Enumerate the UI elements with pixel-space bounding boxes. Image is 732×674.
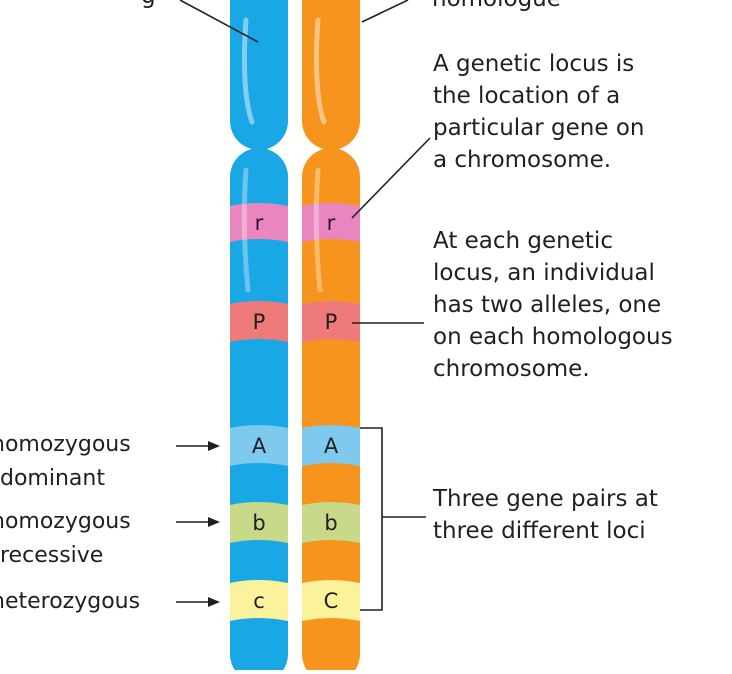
- locus-line-0: A genetic locus is: [433, 51, 635, 77]
- band-r-orange: [302, 203, 360, 242]
- band-r-blue: [230, 203, 288, 242]
- homozygous-dominant-line-0: homozygous: [0, 432, 131, 457]
- band-b-blue: [230, 502, 288, 543]
- band-C-orange: [302, 580, 360, 621]
- top-left-partial-label: g: [141, 0, 156, 12]
- heterozygous-label: heterozygous: [0, 585, 140, 619]
- alleles-line-4: chromosome.: [433, 356, 590, 382]
- band-label-blue-3: b: [252, 511, 265, 535]
- alleles-line-2: has two alleles, one: [433, 292, 662, 318]
- locus-line-1: the location of a: [433, 83, 621, 109]
- arrowhead-homozygous-recessive: [208, 517, 220, 527]
- band-A-orange: [302, 425, 360, 466]
- leader-line-locus: [351, 137, 431, 219]
- homozygous-recessive-label: homozygous recessive: [0, 505, 131, 573]
- band-label-orange-4: C: [324, 589, 339, 613]
- band-label-orange-0: r: [327, 211, 336, 235]
- locus-annotation: A genetic locus is the location of a par…: [433, 48, 644, 176]
- top-right-partial-label: homologue: [432, 0, 561, 15]
- homozygous-dominant-label: homozygous dominant: [0, 428, 131, 496]
- arrowhead-homozygous-dominant: [208, 441, 220, 451]
- band-label-orange-2: A: [324, 434, 339, 458]
- band-P-orange: [302, 301, 360, 342]
- band-label-blue-0: r: [255, 211, 264, 235]
- blue-chromosome-upper-arm: [230, 0, 288, 150]
- homozygous-dominant-line-1: dominant: [0, 466, 105, 491]
- gene-pairs-line-0: Three gene pairs at: [433, 486, 658, 512]
- leader-line-top-left: [179, 0, 259, 43]
- band-P-blue: [230, 301, 288, 342]
- orange-chromosome-upper-arm: [302, 0, 360, 150]
- leader-lines: [179, 0, 431, 611]
- gene-pairs-annotation: Three gene pairs at three different loci: [433, 483, 658, 547]
- homozygous-recessive-line-1: recessive: [0, 543, 104, 568]
- orange-chromosome-lower-arm: r P A b C: [302, 148, 360, 674]
- band-label-orange-3: b: [324, 511, 337, 535]
- gene-pairs-line-1: three different loci: [433, 518, 646, 544]
- genotype-arrows: [176, 441, 220, 607]
- band-c-blue: [230, 580, 288, 621]
- alleles-annotation: At each genetic locus, an individual has…: [433, 225, 673, 385]
- band-b-orange: [302, 502, 360, 543]
- band-label-blue-1: P: [253, 310, 266, 334]
- band-label-blue-2: A: [252, 434, 267, 458]
- arrowhead-heterozygous: [208, 597, 220, 607]
- bracket-gene-pairs: [360, 427, 383, 611]
- band-label-blue-4: c: [253, 589, 265, 613]
- alleles-line-3: on each homologous: [433, 324, 673, 350]
- locus-line-3: a chromosome.: [433, 147, 612, 173]
- locus-line-2: particular gene on: [433, 115, 645, 141]
- band-label-orange-1: P: [325, 310, 338, 334]
- band-A-blue: [230, 425, 288, 466]
- heterozygous-line-0: heterozygous: [0, 589, 141, 614]
- leader-line-top-right: [361, 0, 409, 23]
- alleles-line-0: At each genetic: [433, 228, 613, 254]
- alleles-line-1: locus, an individual: [433, 260, 655, 286]
- blue-chromosome-lower-arm: r P A b c: [230, 148, 288, 674]
- homozygous-recessive-line-0: homozygous: [0, 509, 131, 534]
